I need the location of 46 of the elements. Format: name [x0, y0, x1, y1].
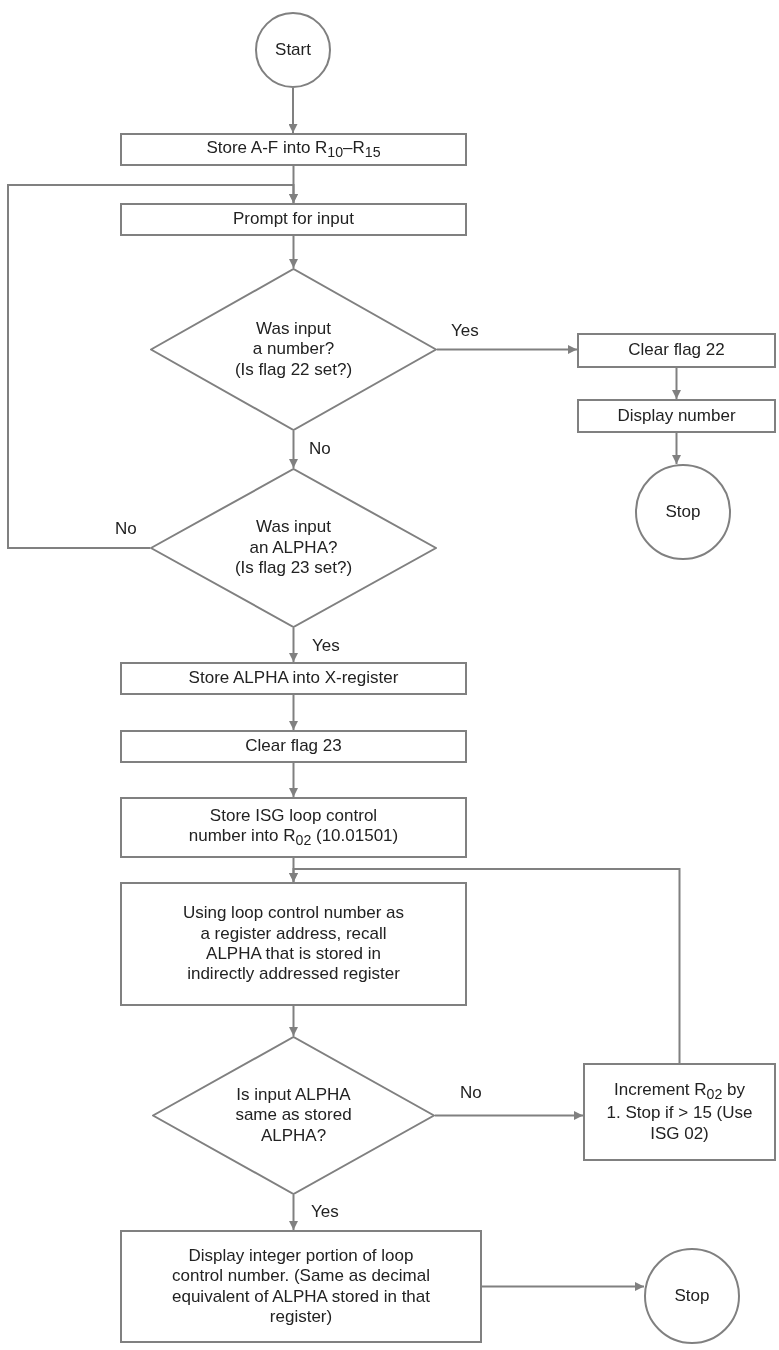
process-box: [577, 399, 776, 433]
arrow: [289, 868, 681, 1064]
node-text: (Is flag 23 set?): [233, 558, 354, 579]
process-box: [120, 882, 467, 1006]
arrow: [289, 1194, 298, 1231]
node-text: Increment R$_{02}$ by 1. Stop if > 15 (Use ISG 02): [605, 1079, 754, 1145]
process-box: [583, 1063, 776, 1161]
node-text: Store A-F into R$_{10}$–R$_{15}$: [206, 137, 381, 162]
node-text: Display integer portion of loop control number. (Same as decimal equivalent of ALPHA stored in that register): [171, 1245, 431, 1328]
process-box: [120, 730, 467, 763]
node-text: Using loop control number as a register address, recall ALPHA that is stored in indirectly addressed register: [181, 903, 406, 985]
decision-diamond: [150, 468, 437, 628]
node-text: Clear flag 22: [628, 340, 725, 361]
arrow: [289, 627, 298, 663]
arrow: [289, 1005, 298, 1037]
arrow: [289, 235, 298, 269]
arrow: [434, 1111, 584, 1120]
decision-diamond: [152, 1036, 435, 1195]
node-text: Stop: [674, 1285, 710, 1307]
node-text: Stop: [665, 501, 701, 523]
arrow: [289, 694, 298, 731]
node-text: Store ALPHA into X-register: [188, 668, 399, 689]
decision-diamond: [150, 268, 437, 431]
process-box: [120, 797, 467, 858]
node-text: Is input ALPHA same as stored ALPHA?: [234, 1084, 353, 1147]
arrow: [289, 762, 298, 798]
node-text: (Is flag 22 set?): [233, 359, 354, 381]
arrow: [7, 184, 298, 549]
process-box: [120, 203, 467, 236]
arrow: [288, 87, 298, 134]
node-text: Was input an ALPHA?: [248, 517, 339, 559]
arrow: [672, 432, 681, 465]
arrow: [436, 345, 578, 354]
process-box: [120, 662, 467, 695]
node-text: Display number: [617, 405, 736, 427]
node-text: Start: [275, 39, 311, 61]
arrow: [672, 367, 681, 400]
node-text: Was input a number?: [251, 318, 336, 360]
process-box: [577, 333, 776, 368]
process-box: [120, 1230, 482, 1343]
arrow: [481, 1282, 645, 1291]
node-text: Prompt for input: [233, 209, 354, 230]
node-text: Store ISG loop control number into R$_{02}$ (10.01501): [187, 805, 400, 850]
process-box: [120, 133, 467, 166]
arrow: [289, 430, 298, 469]
node-text: Clear flag 23: [245, 736, 342, 757]
